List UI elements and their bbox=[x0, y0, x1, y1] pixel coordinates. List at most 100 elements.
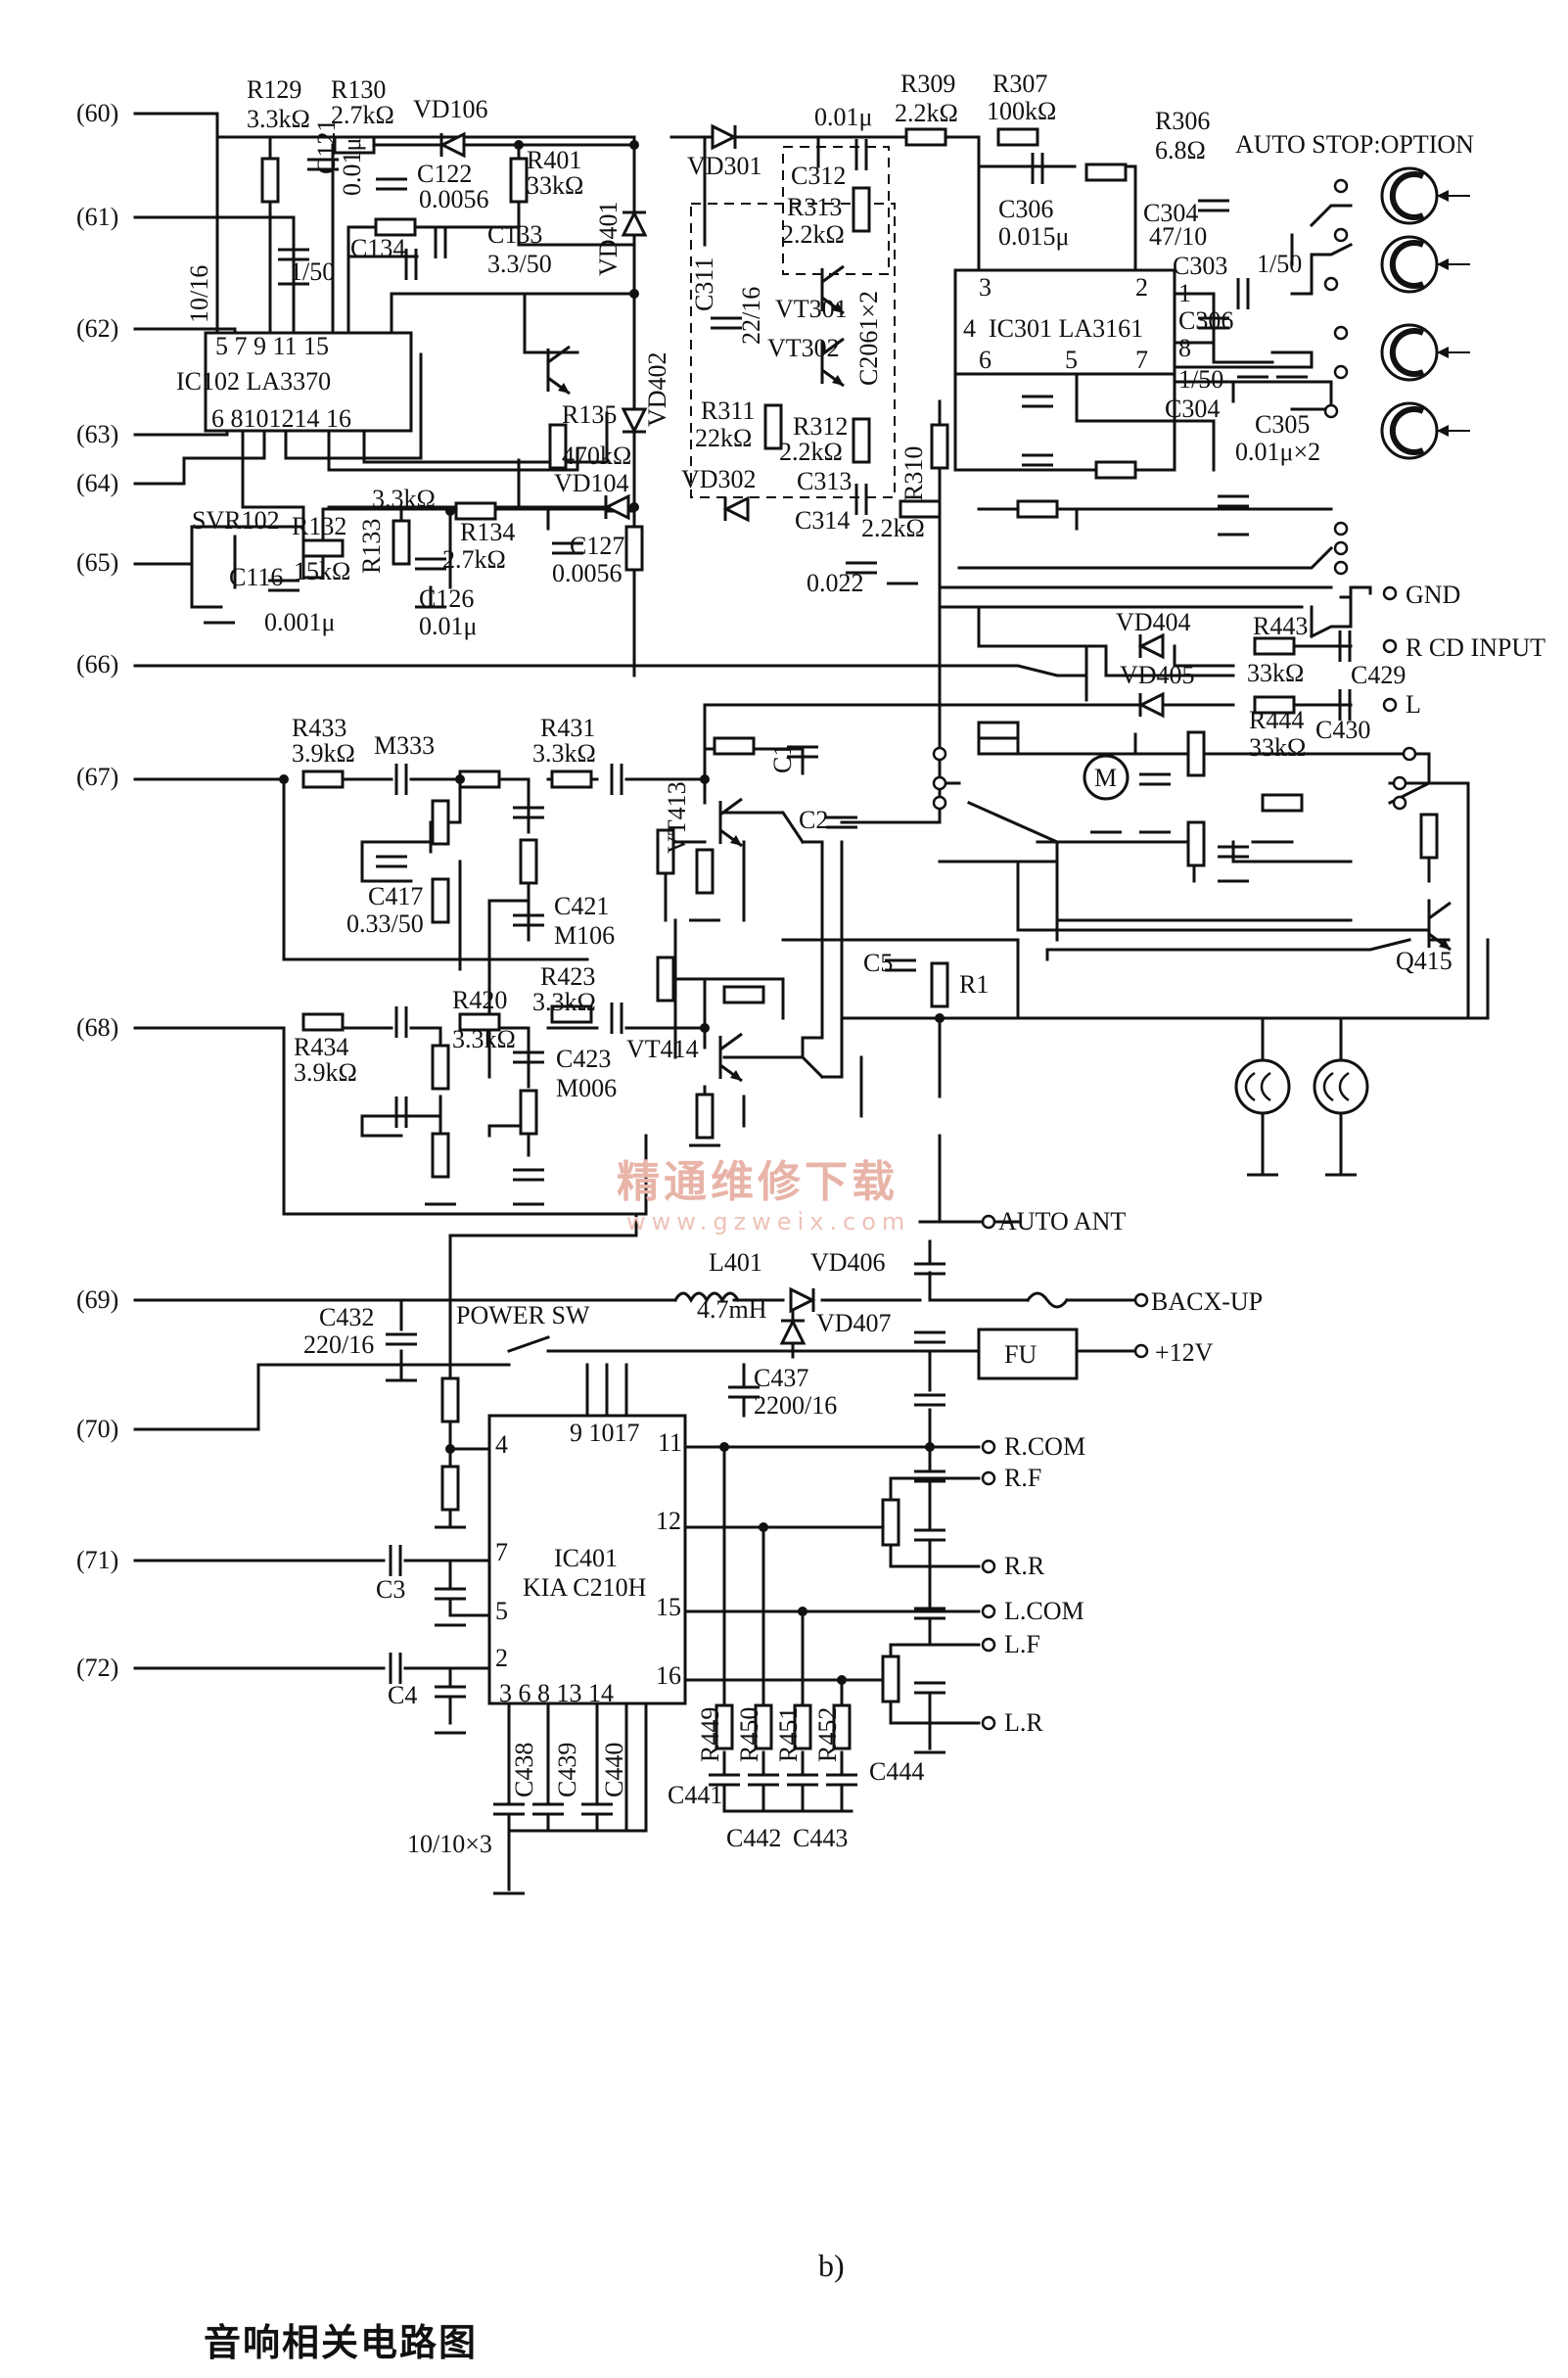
lbl-c116-value: 0.001μ bbox=[264, 608, 335, 636]
lbl-c432: C432 bbox=[319, 1303, 374, 1331]
lbl-1-50: 1/50 bbox=[290, 257, 335, 286]
ic401-pin5: 5 bbox=[495, 1597, 508, 1625]
lbl-r451: R451 bbox=[774, 1707, 803, 1762]
lbl-c133-value: 3.3/50 bbox=[487, 250, 552, 278]
lbl-r443-value: 33kΩ bbox=[1247, 659, 1304, 687]
lbl-c423: C423 bbox=[556, 1045, 611, 1073]
lbl-c2061: C2061×2 bbox=[854, 291, 883, 386]
lbl-r307: R307 bbox=[992, 70, 1047, 98]
ic401-pin4: 4 bbox=[495, 1430, 508, 1459]
lbl-c303: C303 bbox=[1173, 252, 1227, 280]
terminal-72: (72) bbox=[76, 1654, 118, 1682]
lbl-c303-value: 1/50 bbox=[1257, 250, 1302, 278]
lbl-c313: C313 bbox=[797, 467, 852, 495]
lbl-c127-value: 0.0056 bbox=[552, 559, 623, 587]
lbl-c437-value: 2200/16 bbox=[754, 1391, 837, 1420]
lbl-r309-value: 2.2kΩ bbox=[895, 99, 958, 127]
watermark-text: 精通维修下载 bbox=[617, 1157, 899, 1207]
lbl-r132-value: 15kΩ bbox=[294, 557, 350, 585]
lbl-c122-value: 0.0056 bbox=[419, 185, 489, 213]
lbl-c305-value: 0.01μ×2 bbox=[1235, 438, 1320, 466]
ic301-pin5: 5 bbox=[1065, 346, 1078, 374]
terminal-62: (62) bbox=[76, 314, 118, 343]
terminal-71: (71) bbox=[76, 1546, 118, 1574]
lbl-c312-value: 0.01μ bbox=[814, 103, 872, 131]
lbl-c314-value: 0.022 bbox=[807, 569, 864, 597]
terminal-68: (68) bbox=[76, 1013, 118, 1042]
lbl-c126: C126 bbox=[419, 584, 474, 613]
ic401-pins-bottom: 3 6 8 13 14 bbox=[499, 1679, 614, 1707]
ic401-label-2: KIA C210H bbox=[523, 1573, 647, 1602]
lbl-r311-value: 22kΩ bbox=[695, 424, 752, 452]
lbl-c311: C311 bbox=[690, 257, 718, 311]
lbl-m106: M106 bbox=[554, 921, 615, 950]
lr-label: L.R bbox=[1004, 1708, 1043, 1737]
lbl-r434-value: 3.9kΩ bbox=[294, 1058, 357, 1087]
lbl-c116: C116 bbox=[229, 563, 283, 591]
lf-label: L.F bbox=[1004, 1630, 1040, 1658]
ic401-pin11: 11 bbox=[658, 1428, 682, 1457]
ic401-pin12: 12 bbox=[656, 1507, 681, 1535]
lbl-r130: R130 bbox=[331, 75, 386, 104]
lbl-r401: R401 bbox=[527, 146, 581, 174]
lbl-c5: C5 bbox=[863, 949, 893, 977]
lbl-r310-value: 2.2kΩ bbox=[861, 514, 925, 542]
ic301-pin2: 2 bbox=[1135, 273, 1148, 302]
lbl-c306-value: 0.015μ bbox=[998, 222, 1069, 251]
lbl-r313-value: 2.2kΩ bbox=[781, 220, 845, 249]
lbl-vd402: VD402 bbox=[643, 351, 671, 427]
lbl-c3: C3 bbox=[376, 1575, 405, 1604]
lbl-q415: Q415 bbox=[1396, 947, 1453, 975]
lbl-vd401: VD401 bbox=[594, 201, 623, 276]
component-labels: R129 3.3kΩ R130 2.7kΩ VD106 C121 0.01μ C… bbox=[185, 70, 1545, 1858]
lbl-c437: C437 bbox=[754, 1364, 808, 1392]
lbl-vt301: VT301 bbox=[775, 295, 848, 323]
rr-label: R.R bbox=[1004, 1552, 1045, 1580]
ic102 bbox=[204, 331, 413, 433]
lbl-c443: C443 bbox=[793, 1824, 848, 1852]
lbl-c314: C314 bbox=[795, 506, 850, 535]
lbl-10-16: 10/16 bbox=[185, 265, 213, 323]
lbl-c432-value: 220/16 bbox=[303, 1330, 374, 1359]
lbl-m006: M006 bbox=[556, 1074, 617, 1102]
lbl-r130-value: 2.7kΩ bbox=[331, 101, 394, 129]
ic301-pin8: 8 bbox=[1178, 334, 1191, 362]
lbl-c133: C133 bbox=[487, 220, 542, 249]
lbl-r129: R129 bbox=[247, 75, 301, 104]
lbl-vd301: VD301 bbox=[687, 152, 762, 180]
lbl-r309: R309 bbox=[900, 70, 955, 98]
terminal-60: (60) bbox=[76, 99, 118, 127]
lbl-c441: C441 bbox=[668, 1781, 722, 1809]
lbl-r433: R433 bbox=[292, 714, 346, 742]
lbl-c134: C134 bbox=[350, 234, 405, 262]
lbl-c417-value: 0.33/50 bbox=[346, 909, 424, 938]
lbl-c417: C417 bbox=[368, 882, 423, 910]
lbl-r443: R443 bbox=[1253, 612, 1308, 640]
lbl-c122: C122 bbox=[417, 160, 472, 188]
lbl-r434: R434 bbox=[294, 1033, 348, 1061]
lbl-c304: C304 bbox=[1143, 199, 1198, 227]
lbl-r135-value: 470kΩ bbox=[562, 442, 631, 470]
lbl-r433-value: 3.9kΩ bbox=[292, 739, 355, 768]
auto-ant-label: AUTO ANT bbox=[998, 1207, 1126, 1236]
terminal-64: (64) bbox=[76, 469, 118, 497]
lbl-m333: M333 bbox=[374, 731, 435, 760]
lbl-c306b: C306 bbox=[1178, 306, 1233, 335]
lbl-r449: R449 bbox=[696, 1707, 724, 1762]
fu-label: FU bbox=[1004, 1340, 1037, 1369]
dashed-module-outer bbox=[690, 203, 896, 498]
lbl-vd406: VD406 bbox=[810, 1248, 886, 1277]
lbl-r311: R311 bbox=[701, 396, 755, 425]
lbl-vd104: VD104 bbox=[554, 469, 629, 497]
lbl-l401-value: 4.7mH bbox=[697, 1295, 767, 1324]
lbl-c121-value: 0.01μ bbox=[338, 138, 366, 196]
components: M bbox=[202, 123, 1470, 1895]
ic301-pin6: 6 bbox=[979, 346, 992, 374]
l-input-label: L bbox=[1406, 690, 1421, 719]
lbl-svr102: SVR102 bbox=[192, 506, 280, 535]
lbl-r401-value: 33kΩ bbox=[527, 171, 583, 200]
lbl-vd407: VD407 bbox=[816, 1309, 892, 1337]
fuse-box bbox=[977, 1328, 1079, 1380]
ic102-label: IC102 LA3370 bbox=[176, 367, 331, 396]
ic401-pin7: 7 bbox=[495, 1538, 508, 1566]
